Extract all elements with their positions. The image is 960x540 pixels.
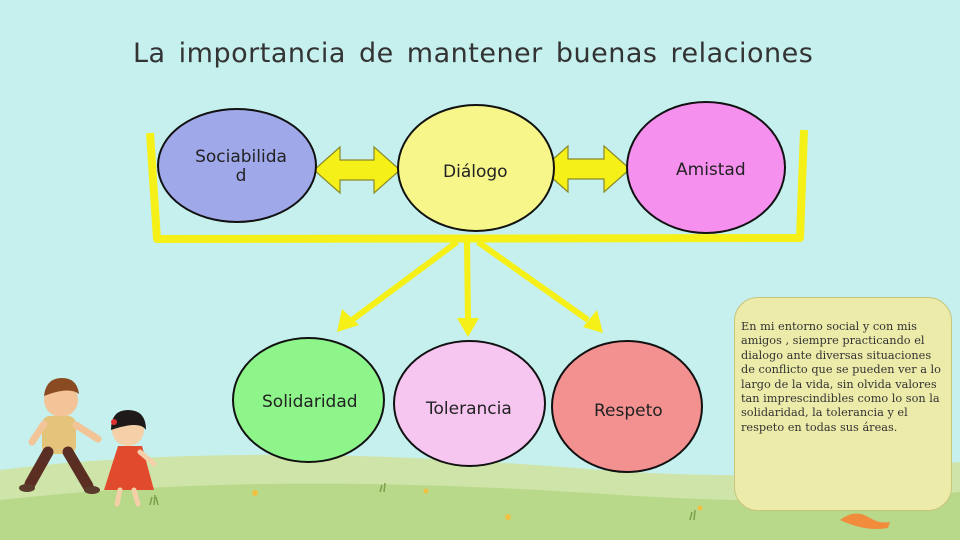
node-dialogo: Diálogo bbox=[397, 104, 555, 232]
children-illustration bbox=[19, 378, 157, 507]
node-sociabilidad: Sociabilida d bbox=[157, 108, 317, 223]
node-label: Amistad bbox=[676, 160, 746, 180]
leaf-decoration bbox=[840, 513, 890, 529]
node-label: Tolerancia bbox=[426, 399, 512, 419]
node-tolerancia: Tolerancia bbox=[393, 340, 546, 467]
arrowhead-solidaridad bbox=[337, 309, 359, 332]
grass-tuft-decoration bbox=[149, 482, 696, 521]
node-solidaridad: Solidaridad bbox=[232, 337, 385, 463]
down-arrows bbox=[350, 239, 590, 323]
node-label: Sociabilida d bbox=[195, 147, 287, 186]
node-label: Respeto bbox=[594, 401, 663, 421]
node-label: Solidaridad bbox=[262, 392, 358, 412]
flower-decoration bbox=[252, 488, 703, 520]
node-amistad: Amistad bbox=[626, 101, 786, 234]
page-title: La importancia de mantener buenas relaci… bbox=[133, 38, 814, 69]
node-respeto: Respeto bbox=[551, 340, 703, 473]
arrowhead-respeto bbox=[583, 310, 603, 333]
arrowhead-tolerancia bbox=[457, 318, 479, 337]
front-hill bbox=[0, 483, 960, 540]
bracket-connector bbox=[146, 129, 808, 243]
node-label: Diálogo bbox=[443, 162, 508, 182]
note-box: En mi entorno social y con mis amigos , … bbox=[734, 297, 952, 511]
